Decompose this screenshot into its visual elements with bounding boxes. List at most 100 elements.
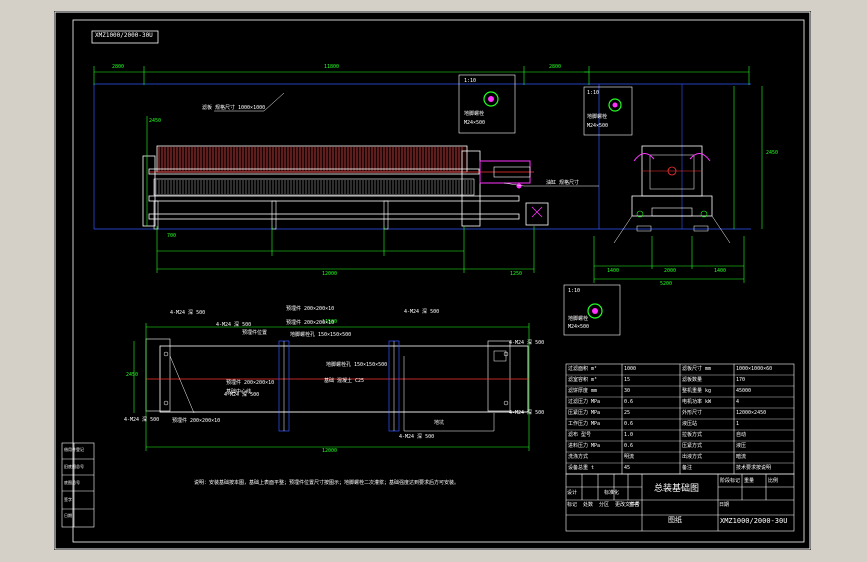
sheet-title: 总装基础图 xyxy=(654,484,700,494)
spec-cell: 出液方式 xyxy=(682,454,703,460)
bottom-dimension-chain xyxy=(156,226,535,273)
detail-c-spec: M24×500 xyxy=(568,324,590,330)
plan-leader-3: 4-M24 深 500 xyxy=(404,309,440,315)
spec-cell: 进料压力 MPa xyxy=(568,443,601,449)
left-tab-label: 日期 xyxy=(64,513,72,518)
lower-plates xyxy=(155,180,472,194)
tail-stand xyxy=(461,150,481,227)
bottom-beam xyxy=(148,213,520,220)
plan-leader-8: 4-M24 深 500 xyxy=(509,410,545,416)
side-dimension-chain xyxy=(593,236,745,283)
anchor-bolt-c xyxy=(587,303,603,319)
part-number: XMZ1000/2000-30U xyxy=(720,517,788,525)
spec-cell: 明流 xyxy=(624,454,635,460)
spec-cell: 技术要求按说明 xyxy=(736,465,772,471)
spec-cell: 压紧压力 MPa xyxy=(568,410,601,416)
plan-mid-3: 地坑 xyxy=(434,420,445,426)
plates-leader xyxy=(214,92,285,112)
plan-leader-5: 4-M24 深 500 xyxy=(224,392,260,398)
spec-cell: 170 xyxy=(736,377,746,383)
spec-cell: 滤板数量 xyxy=(682,377,703,383)
drawing-tag-box xyxy=(91,30,159,44)
plan-side-note: 预埋件位置 xyxy=(242,330,268,336)
plan-dimension-chain xyxy=(133,323,530,451)
cylinder-leader xyxy=(503,182,599,187)
title-block-cell: 阶段标记 xyxy=(720,478,741,484)
plan-label-2: 预埋件 200×200×10 xyxy=(286,320,335,326)
spec-cell: 备注 xyxy=(682,465,693,471)
head-stand xyxy=(142,155,156,227)
support-leg-2 xyxy=(383,200,389,230)
left-stamp-tabs xyxy=(61,442,95,528)
dim-top-mid: 11800 xyxy=(324,64,340,70)
title-block-cell: 签名 xyxy=(629,502,640,508)
spec-cell: 25 xyxy=(624,410,631,416)
spec-cell: 压紧方式 xyxy=(682,443,703,449)
plan-dim-top: 11500 xyxy=(322,319,338,325)
dim-side-right: 1400 xyxy=(714,268,727,274)
detail-a-label: 地脚螺栓 xyxy=(464,111,485,117)
spec-cell: 洗涤方式 xyxy=(568,454,589,460)
plan-label-4: 地脚螺栓孔 150×150×500 xyxy=(326,362,388,368)
left-tab-label: 旧底图总号 xyxy=(64,463,84,469)
plan-dim-left: 2450 xyxy=(126,372,139,378)
title-block-cell: 日期 xyxy=(719,502,730,508)
detail-a-spec: M24×500 xyxy=(464,120,486,126)
detail-b-spec: M24×500 xyxy=(587,123,609,129)
dim-side-total: 5200 xyxy=(660,281,673,287)
plan-label-1: 预埋件 200×200×10 xyxy=(286,306,335,312)
left-tab-label: 签字 xyxy=(64,496,72,502)
cylinder-leader-label: 油缸 规格尺寸 xyxy=(546,180,580,186)
plan-mid-2: 基础中心线 xyxy=(226,389,252,395)
plan-dim-bottom: 12000 xyxy=(322,448,338,454)
lower-plate-stack xyxy=(153,178,475,196)
spec-cell: 1.0 xyxy=(624,432,634,438)
drawing-tag: XMZ1000/2000-30U xyxy=(95,32,153,39)
side-base xyxy=(631,195,713,217)
dim-top-right: 2800 xyxy=(549,64,562,70)
drawing-sheet: XMZ1000/2000-30U 2800 11800 2800 2450 70… xyxy=(54,11,811,550)
spec-cell: 拉板方式 xyxy=(682,432,703,438)
spec-cell: 工作压力 MPa xyxy=(568,421,601,427)
dim-side-mid: 2000 xyxy=(664,268,677,274)
plan-leader-2: 4-M24 深 500 xyxy=(216,322,252,328)
dim-bottom: 12000 xyxy=(322,271,338,277)
spec-cell: 自动 xyxy=(736,432,747,438)
detail-c-scale: 1:10 xyxy=(568,288,581,294)
spec-cell: 整机重量 kg xyxy=(682,388,712,394)
spec-cell: 外形尺寸 xyxy=(682,410,703,416)
side-beam xyxy=(148,195,520,202)
detail-c-label: 地脚螺栓 xyxy=(568,316,589,322)
top-rail xyxy=(148,168,480,175)
plan-label-5: 预埋件 200×200×10 xyxy=(226,380,275,386)
dim-side-height: 2450 xyxy=(766,150,779,156)
spec-cell: 过滤压力 MPa xyxy=(568,399,601,405)
left-tab-label: 借用件登记 xyxy=(64,447,84,452)
filter-plates xyxy=(158,147,463,171)
sheet-border xyxy=(54,11,811,550)
spec-cell: 0.6 xyxy=(624,421,634,427)
spec-cell: 45000 xyxy=(736,388,752,394)
spec-cell: 0.6 xyxy=(624,399,634,405)
filter-press-front-view xyxy=(142,145,549,230)
hydraulic-station xyxy=(525,202,549,226)
detail-box-a xyxy=(458,74,516,134)
anchor-bolt-b xyxy=(608,98,622,112)
title-block-cell: 设计 xyxy=(567,490,578,496)
spec-cell: 滤布 型号 xyxy=(568,432,592,438)
plates-leader-label: 滤板 规格尺寸 1000×1000 xyxy=(202,105,266,111)
spec-cell: 滤板尺寸 mm xyxy=(682,366,712,372)
spec-cell: 15 xyxy=(624,377,631,383)
plan-leader-1: 4-M24 深 500 xyxy=(170,310,206,316)
dim-side-left: 1400 xyxy=(607,268,620,274)
spec-cell: 12000×2450 xyxy=(736,410,767,416)
top-dimension-chain xyxy=(93,66,750,85)
detail-b-scale: 1:10 xyxy=(587,90,600,96)
spec-cell: 1 xyxy=(736,421,740,427)
plan-leader-6: 4-M24 深 500 xyxy=(124,417,160,423)
inner-frame xyxy=(72,19,805,543)
spec-cell: 过滤面积 m² xyxy=(568,366,598,372)
anchor-bolt-core-c xyxy=(592,308,598,314)
spec-cell: 设备总重 t xyxy=(568,465,595,471)
left-tab-label: 底图总号 xyxy=(64,480,80,485)
